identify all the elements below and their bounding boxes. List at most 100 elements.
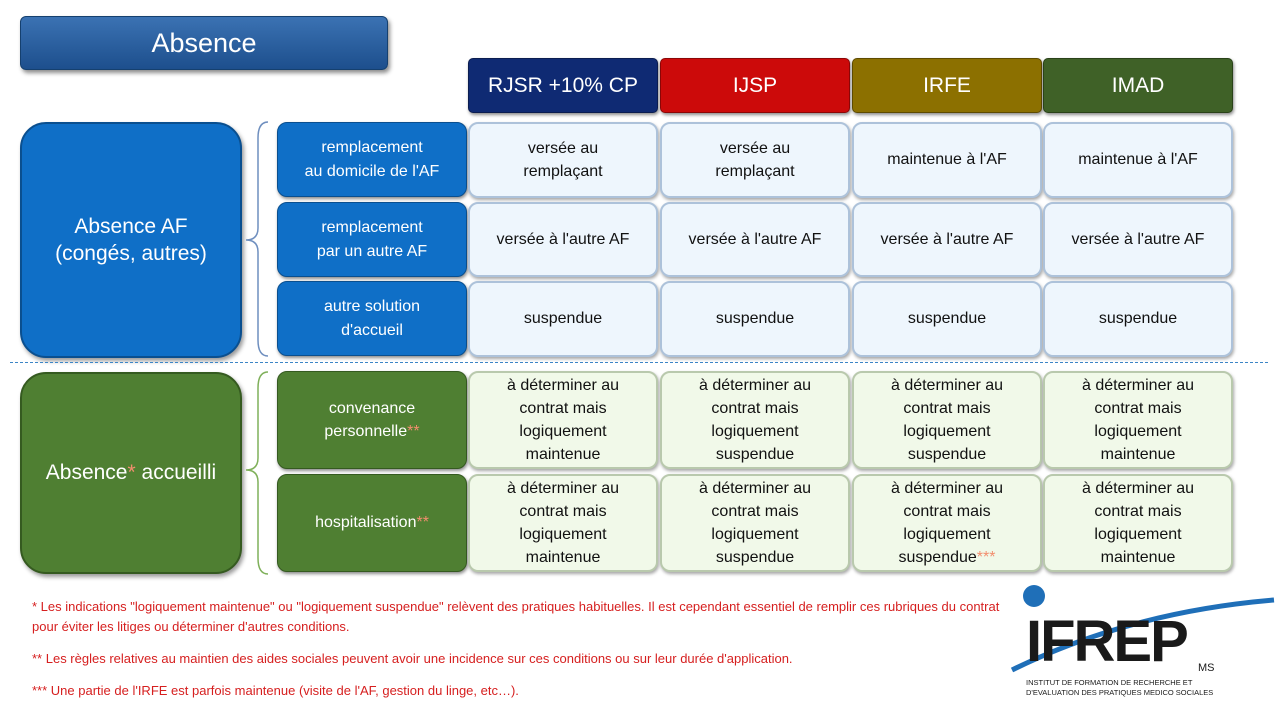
logo-suffix: MS [1198,662,1215,674]
slide-title: Absence [20,16,388,70]
cell-text: suspendue [898,549,977,567]
table-cell: à déterminer au contrat mais logiquement… [1043,371,1233,469]
cell-line: contrat mais [903,502,991,520]
footnote-3: *** Une partie de l'IRFE est parfois mai… [32,683,519,698]
table-cell: à déterminer au contrat mais logiquement… [852,474,1042,572]
table-cell: à déterminer au contrat mais logiquement… [852,371,1042,469]
column-header-ijsp: IJSP [660,58,850,113]
footnote-star: ** [407,423,420,440]
cell-line: à déterminer au [890,376,1004,394]
cell-line: suspendue [715,549,795,567]
footnote-star: * [127,461,136,485]
cell-line: contrat mais [1094,399,1182,417]
table-cell: versée au remplaçant [468,122,658,198]
table-cell: versée à l'autre AF [1043,202,1233,277]
cell-line: logiquement [1094,526,1182,543]
cell-line: maintenue à l'AF [887,151,1007,169]
cell-line: versée à l'autre AF [1071,230,1205,248]
table-cell: à déterminer au contrat mais logiquement… [1043,474,1233,572]
cell-line: logiquement [711,526,799,543]
cell-line: contrat mais [903,399,991,417]
cell-line: versée au [527,139,599,157]
logo-tagline: D'EVALUATION DES PRATIQUES MEDICO SOCIAL… [1026,688,1214,697]
row-label-line: personnelle** [324,420,419,443]
table-cell: suspendue [660,281,850,357]
cell-line: maintenue [1100,446,1176,464]
row-label-line: remplacement [321,139,423,157]
cell-line: logiquement [519,526,607,543]
table-cell: suspendue [1043,281,1233,357]
group-label-line: Absence AF [74,214,188,238]
cell-line: contrat mais [711,399,799,417]
column-header-imad: IMAD [1043,58,1233,113]
cell-line: suspendue [523,310,603,328]
row-label-convenance-personnelle: convenance personnelle** [277,371,467,469]
table-cell: suspendue [852,281,1042,357]
table-cell: suspendue [468,281,658,357]
row-label-line: par un autre AF [316,242,428,260]
cell-line: versée à l'autre AF [688,230,822,248]
brace-decoration [245,121,269,575]
logo-name: IFREP [1026,609,1189,674]
logo-swoosh-icon [1010,585,1275,673]
cell-line: remplaçant [715,163,795,180]
cell-line: suspendue [715,446,795,464]
cell-line: maintenue [525,446,601,464]
table-cell: à déterminer au contrat mais logiquement… [468,371,658,469]
table-cell: à déterminer au contrat mais logiquement… [468,474,658,572]
group-label-line: (congés, autres) [55,242,207,265]
group-label-absence-af: Absence AF (congés, autres) [20,122,242,358]
row-label-line: remplacement [321,219,423,237]
footnote-2: ** Les règles relatives au maintien des … [32,651,793,666]
row-label-line: autre solution [323,298,421,316]
table-cell: versée à l'autre AF [660,202,850,277]
cell-line: maintenue à l'AF [1078,151,1198,169]
group-label-text: Absence [45,461,128,485]
cell-line: contrat mais [1094,502,1182,520]
row-label-line: convenance [328,399,416,417]
cell-line: logiquement [519,423,607,440]
row-label-text: hospitalisation [315,514,417,532]
cell-line: remplaçant [523,163,603,180]
table-cell: versée à l'autre AF [468,202,658,277]
row-label-hospitalisation: hospitalisation** [277,474,467,572]
row-label-autre-solution: autre solution d'accueil [277,281,467,356]
row-label-text: personnelle [324,423,408,440]
group-label-absence-accueilli: Absence* accueilli [20,372,242,574]
cell-line: contrat mais [711,502,799,520]
cell-line: à déterminer au [890,479,1004,497]
cell-line: logiquement [1094,423,1182,440]
cell-line: suspendue [907,446,987,464]
column-header-irfe: IRFE [852,58,1042,113]
cell-line: suspendue [715,310,795,328]
cell-line: suspendue [907,310,987,328]
table-cell: à déterminer au contrat mais logiquement… [660,474,850,572]
row-label-line: au domicile de l'AF [304,162,440,180]
cell-line: maintenue [1100,549,1176,567]
table-cell: à déterminer au contrat mais logiquement… [660,371,850,469]
cell-line: logiquement [903,526,991,543]
cell-line: à déterminer au [698,376,812,394]
cell-line: suspendue [1098,310,1178,328]
footnote-1: * Les indications "logiquement maintenue… [32,599,1000,634]
table-cell: versée à l'autre AF [852,202,1042,277]
cell-line: versée à l'autre AF [880,230,1014,248]
row-label-line: hospitalisation** [315,511,429,534]
column-header-rjsr: RJSR +10% CP [468,58,658,113]
row-label-remplacement-domicile: remplacement au domicile de l'AF [277,122,467,197]
group-label-line: Absence* accueilli [46,459,216,486]
cell-line: versée à l'autre AF [496,230,630,248]
group-label-text: accueilli [135,461,217,485]
cell-line: à déterminer au [1081,479,1195,497]
cell-line: versée au [719,139,791,157]
table-cell: maintenue à l'AF [852,122,1042,198]
cell-line: suspendue*** [899,546,996,569]
table-cell: versée au remplaçant [660,122,850,198]
row-label-line: d'accueil [341,321,403,339]
logo-tagline: INSTITUT DE FORMATION DE RECHERCHE ET [1026,678,1193,687]
footnote-star: *** [976,549,996,567]
cell-line: logiquement [711,423,799,440]
group-separator [10,362,1268,363]
cell-line: maintenue [525,549,601,567]
cell-line: logiquement [903,423,991,440]
